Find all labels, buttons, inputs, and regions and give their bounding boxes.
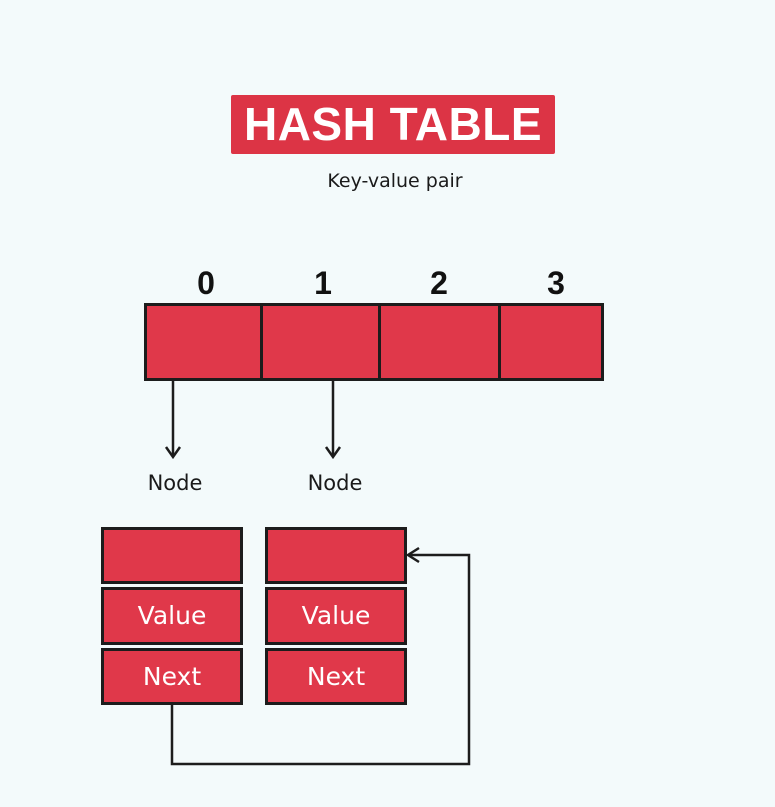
node-label-1: Node [307,471,363,495]
node-0-value-cell: Value [101,587,243,645]
arrowhead-slot-1 [324,446,342,460]
diagram-title: HASH TABLE [231,95,555,154]
index-label-1: 1 [314,265,332,301]
table-slot-1 [260,303,381,381]
node-1-value-cell: Value [265,587,407,645]
table-slot-0 [144,303,263,381]
node-0-key-cell [101,527,243,584]
next-pointer-line [170,553,471,766]
arrowhead-slot-0 [164,446,182,460]
index-label-3: 3 [547,265,565,301]
index-label-2: 2 [430,265,448,301]
node-0-next-cell: Next [101,648,243,705]
diagram-subtitle: Key-value pair [327,170,463,192]
index-label-0: 0 [197,265,215,301]
table-slot-2 [378,303,501,381]
table-slot-3 [498,303,604,381]
node-1-next-cell: Next [265,648,407,705]
node-1-key-cell [265,527,407,584]
node-label-0: Node [147,471,203,495]
next-pointer-arrowhead [405,546,420,564]
